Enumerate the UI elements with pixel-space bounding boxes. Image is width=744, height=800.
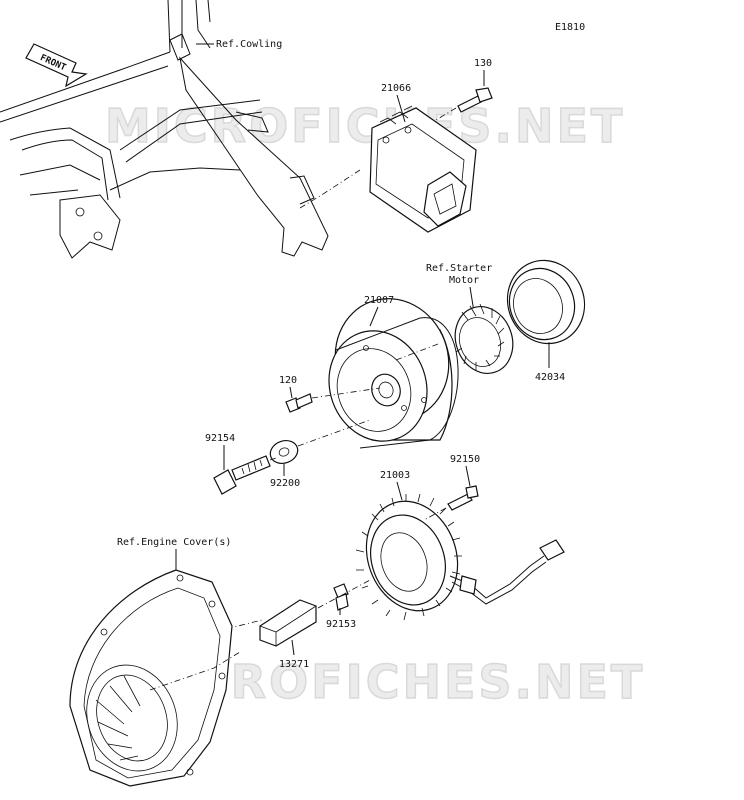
diagram-code: E1810 [555,22,585,33]
part-13271-label: 13271 [279,659,309,670]
part-21007-label: 21007 [364,295,394,306]
engine-cover [69,569,233,787]
bolt-130 [457,87,493,113]
part-92154-label: 92154 [205,433,235,444]
starter-clutch [454,303,514,374]
part-120-label: 120 [279,375,297,386]
pickup-coil-13271 [259,599,317,647]
ref-cowling-label: Ref.Cowling [216,39,282,50]
bolt-92153 [333,583,349,611]
part-21003-label: 21003 [380,470,410,481]
part-92200-label: 92200 [270,478,300,489]
part-42034-label: 42034 [535,372,565,383]
frame-bracket [0,0,329,259]
washer-92200 [269,440,299,464]
watermark-top: MICROFICHES.NET [105,99,625,153]
bolt-120 [285,393,313,413]
ref-starter-label-line2: Motor [449,275,479,286]
part-130-label: 130 [474,58,492,69]
stator-21003 [355,493,565,621]
part-92150-label: 92150 [450,454,480,465]
front-arrow-icon: FRONT [25,43,88,88]
regulator-rectifier [369,105,477,233]
rotor-flywheel [328,298,459,449]
sensor-ring-42034 [506,259,586,345]
part-92153-label: 92153 [326,619,356,630]
ref-engine-cover-label: Ref.Engine Cover(s) [117,537,231,548]
ref-starter-label-line1: Ref.Starter [426,263,492,274]
bolt-92154 [213,455,271,495]
part-21066-label: 21066 [381,83,411,94]
bolt-92150 [447,485,479,511]
